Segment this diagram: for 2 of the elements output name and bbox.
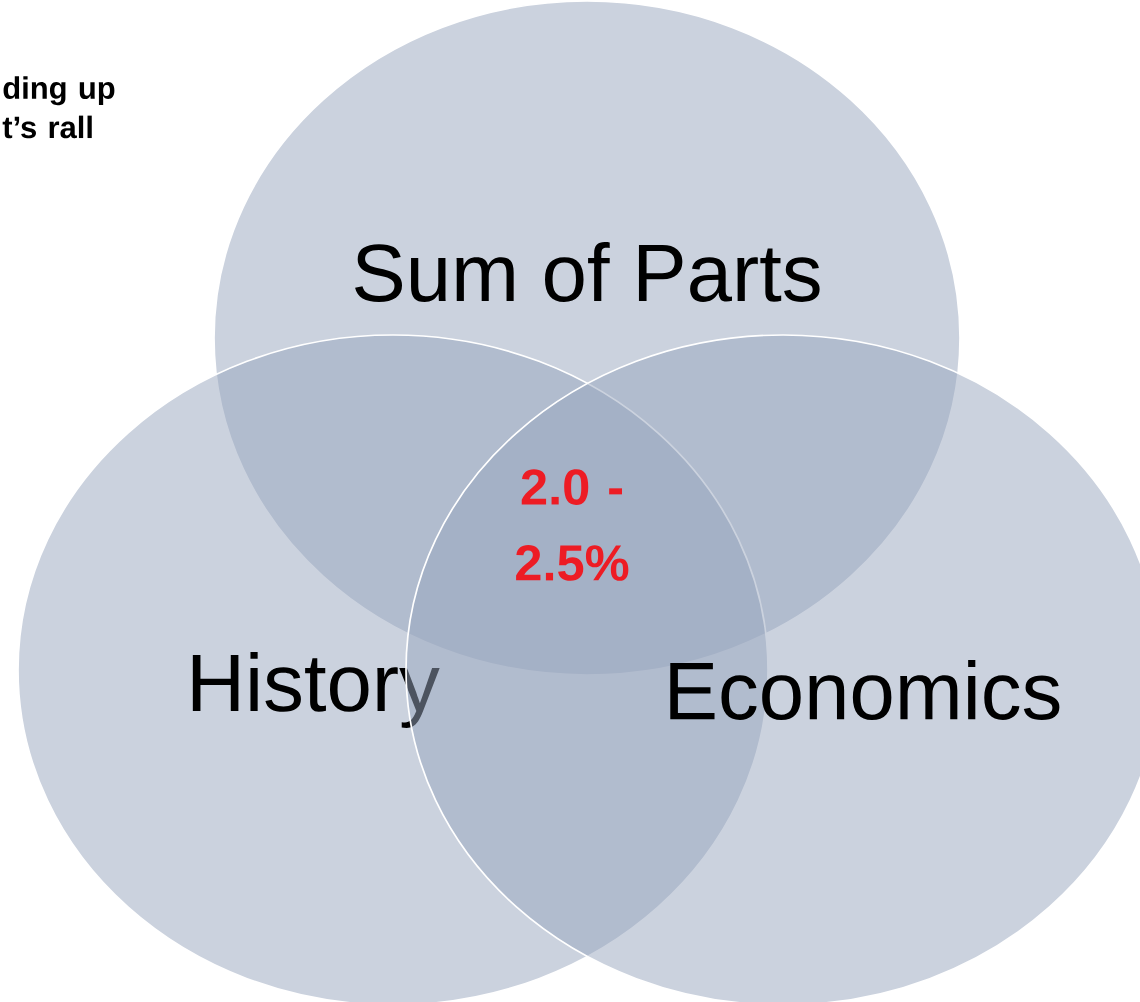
note-text: ding up t’s rall — [2, 76, 115, 139]
percentage-label: 2.0 - 2.5% — [516, 469, 629, 581]
